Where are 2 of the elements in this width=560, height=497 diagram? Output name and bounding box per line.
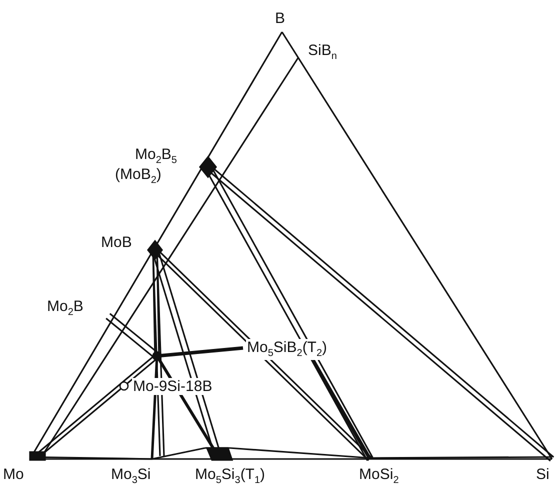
- phase-label: Mo$_{5}$SiB$_{2}$(T$_{2}$): [246, 339, 328, 360]
- phase-label: Mo-9Si-18B: [132, 378, 214, 395]
